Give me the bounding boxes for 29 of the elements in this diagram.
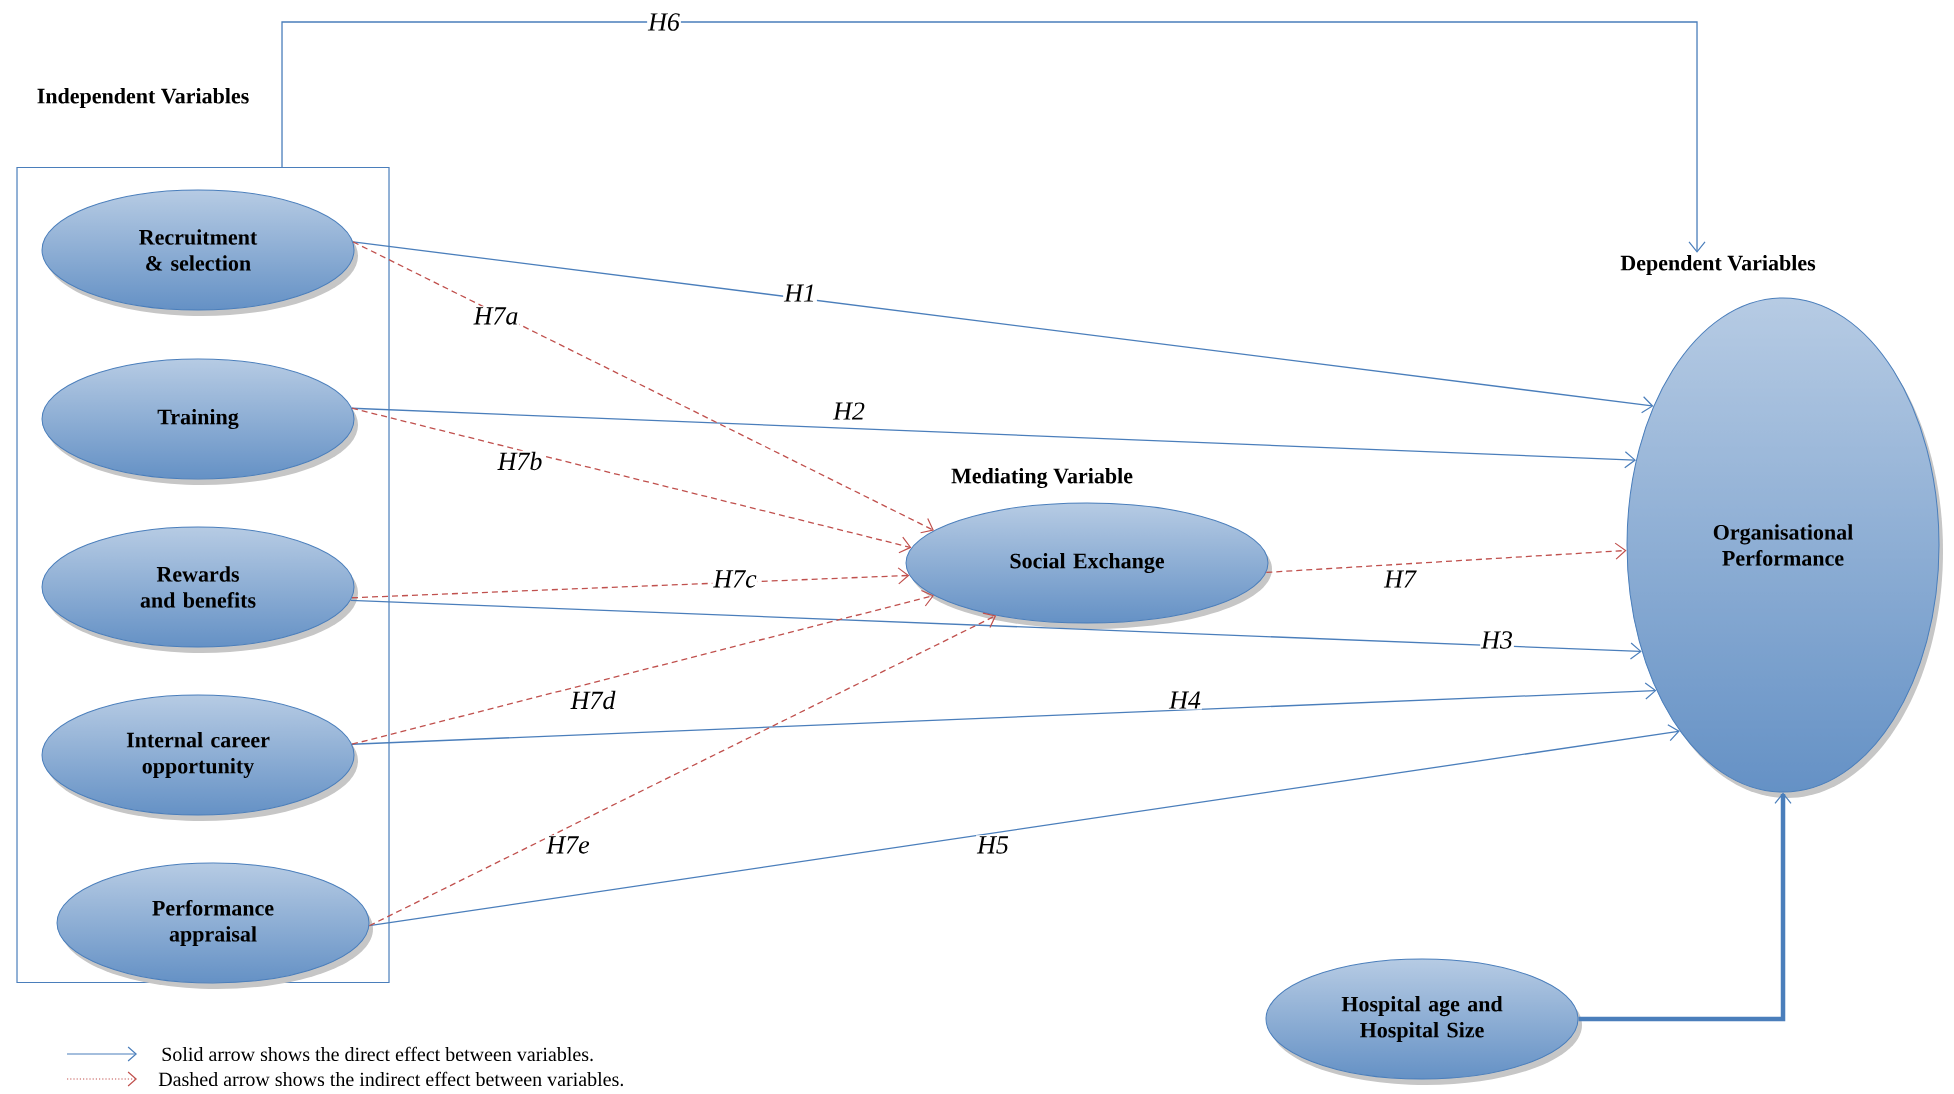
arrow [1265, 542, 1627, 574]
legend-text: Dashed arrow shows the indirect effect between variables. [158, 1071, 624, 1087]
arrow [1578, 792, 1792, 1022]
edge-label: H3 [1480, 630, 1514, 650]
arrow [351, 567, 910, 599]
arrow [351, 682, 1657, 745]
arrow [368, 724, 1680, 927]
edge-label: H4 [1168, 690, 1202, 710]
arrow [352, 241, 934, 534]
edge-label: H7b [496, 450, 544, 472]
edge-label: H6 [647, 12, 681, 32]
arrow [351, 407, 912, 554]
arrow [352, 241, 1654, 414]
edge-label: H7 [1383, 569, 1417, 589]
arrow [281, 21, 1706, 253]
heading: Mediating Variable [951, 467, 1133, 489]
edge-label: H7c [712, 569, 758, 589]
edge-label: H5 [976, 835, 1010, 855]
edge-label: H7a [472, 306, 520, 326]
heading: Dependent Variables [1620, 255, 1816, 275]
arrow [350, 599, 1642, 660]
edge-label: H2 [832, 401, 866, 421]
heading: Independent Variables [37, 88, 249, 108]
edge-label: H1 [783, 283, 817, 303]
arrow [368, 612, 997, 927]
legend-text: Solid arrow shows the direct effect between variables. [162, 1046, 593, 1062]
edge-label: H7d [569, 689, 617, 711]
arrow [351, 589, 934, 745]
edge-label: H7e [545, 835, 591, 855]
